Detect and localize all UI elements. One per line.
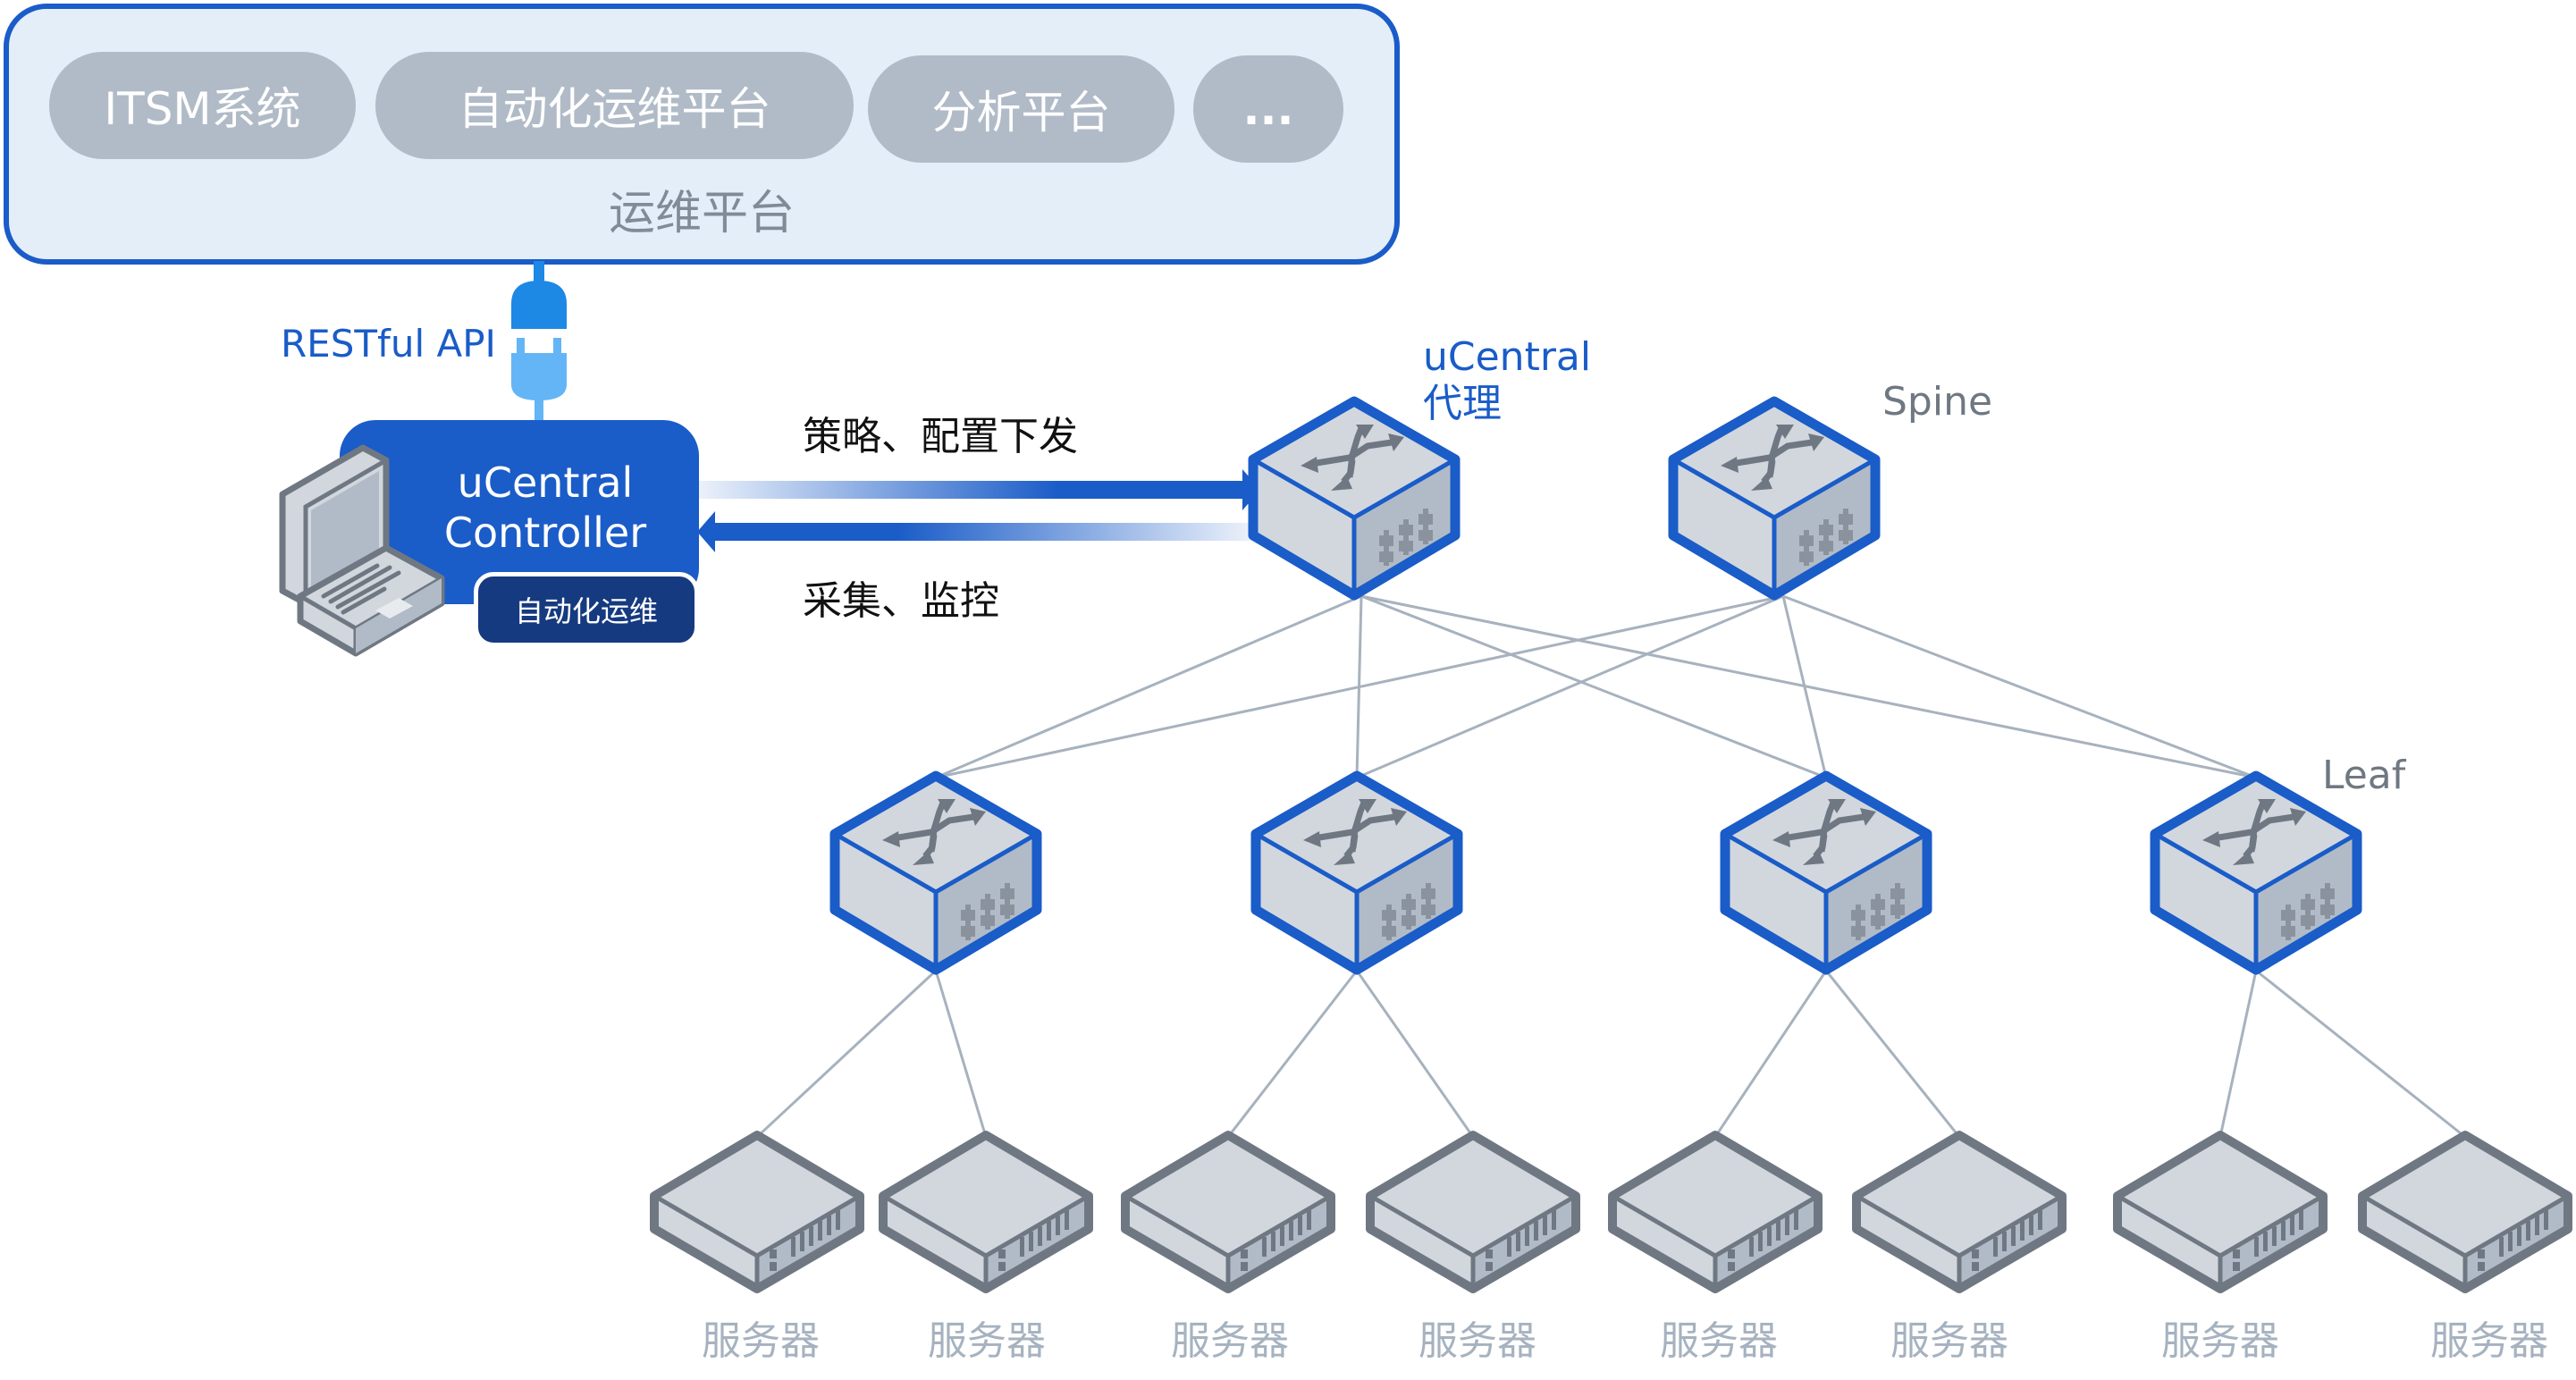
server-5[interactable]	[1608, 1131, 1823, 1293]
links-layer	[755, 594, 2466, 1139]
server-label: 服务器	[1171, 1318, 1289, 1364]
server-label: 服务器	[1890, 1318, 2008, 1364]
ports-icon	[961, 883, 1014, 940]
switch-leaf-4[interactable]	[2150, 770, 2362, 975]
link-spine-1-leaf-3	[1360, 594, 1827, 779]
automation-badge: 自动化运维	[474, 572, 699, 647]
link-leaf-server-1	[755, 969, 938, 1139]
vents-icon	[2478, 1210, 2548, 1271]
vents-icon	[998, 1210, 1069, 1271]
arrowheads	[1721, 425, 1824, 491]
platform-title: 运维平台	[608, 187, 795, 240]
server-1[interactable]	[650, 1131, 864, 1293]
link-leaf-server-6	[1824, 970, 1961, 1138]
agent-label-line2: 代理	[1423, 381, 1502, 426]
arrowheads	[1772, 799, 1876, 865]
link-leaf-server-4	[1355, 970, 1475, 1138]
ops-platform-panel: ITSM系统 自动化运维平台 分析平台 ... 运维平台	[4, 4, 1400, 265]
link-leaf-server-2	[934, 970, 988, 1138]
leaf-label: Leaf	[2322, 753, 2406, 798]
link-spine-2-leaf-4	[1782, 594, 2257, 779]
more-icon: ...	[1242, 83, 1294, 135]
arrowheads	[1303, 799, 1407, 865]
ports-icon	[1382, 883, 1435, 940]
platform-item-analytics[interactable]: 分析平台	[868, 55, 1174, 163]
link-spine-1-leaf-1	[935, 594, 1362, 779]
server-label: 服务器	[1660, 1318, 1778, 1364]
spine-label: Spine	[1882, 379, 1993, 425]
link-leaf-server-8	[2255, 969, 2466, 1139]
switch-leaf-2[interactable]	[1250, 770, 1463, 975]
vents-icon	[1972, 1210, 2042, 1271]
server-label: 服务器	[928, 1318, 1046, 1364]
platform-item-more[interactable]: ...	[1193, 55, 1343, 163]
restful-api-label: RESTful API	[281, 322, 496, 366]
downstream-label: 策略、配置下发	[803, 414, 1078, 459]
agent-label: uCentral 代理	[1423, 334, 1591, 427]
platform-item-itsm[interactable]: ITSM系统	[49, 52, 356, 159]
link-leaf-server-7	[2218, 970, 2258, 1138]
vents-icon	[2233, 1210, 2303, 1271]
controller-title-line1: uCentral	[457, 459, 634, 507]
vents-icon	[770, 1210, 840, 1271]
controller-title-line2: Controller	[443, 509, 647, 557]
link-leaf-server-5	[1713, 970, 1828, 1138]
server-label: 服务器	[702, 1318, 820, 1364]
server-label: 服务器	[2430, 1318, 2548, 1364]
ports-icon	[1851, 883, 1905, 940]
switch-leaf-3[interactable]	[1720, 770, 1932, 975]
link-spine-1-leaf-4	[1360, 594, 2257, 779]
controller-title: uCentral Controller	[393, 458, 697, 558]
server-8[interactable]	[2358, 1131, 2572, 1293]
ports-icon	[2281, 883, 2335, 940]
server-2[interactable]	[879, 1131, 1093, 1293]
vents-icon	[1728, 1210, 1798, 1271]
switch-spine-1[interactable]	[1248, 396, 1461, 601]
platform-item-label: ITSM系统	[104, 83, 301, 135]
server-7[interactable]	[2113, 1131, 2328, 1293]
switch-spine-2[interactable]	[1668, 396, 1881, 601]
server-6[interactable]	[1852, 1131, 2067, 1293]
link-spine-2-leaf-1	[935, 594, 1784, 779]
downstream-arrow	[697, 469, 1260, 510]
upstream-arrow	[697, 511, 1253, 552]
link-spine-2-leaf-2	[1356, 594, 1784, 779]
arrowheads	[2202, 799, 2306, 865]
upstream-label: 采集、监控	[803, 578, 999, 624]
arrowheads	[1301, 425, 1404, 491]
server-label: 服务器	[2161, 1318, 2279, 1364]
server-3[interactable]	[1121, 1131, 1335, 1293]
ports-icon	[1379, 509, 1433, 566]
ports-icon	[1799, 509, 1853, 566]
vents-icon	[1241, 1210, 1311, 1271]
platform-item-label: 自动化运维平台	[458, 83, 771, 135]
agent-label-line1: uCentral	[1423, 334, 1592, 380]
platform-item-label: 分析平台	[931, 87, 1111, 139]
platform-item-automation[interactable]: 自动化运维平台	[375, 52, 854, 159]
arrowheads	[882, 799, 986, 865]
server-4[interactable]	[1366, 1131, 1580, 1293]
link-spine-2-leaf-3	[1781, 595, 1828, 778]
link-leaf-server-3	[1226, 970, 1359, 1138]
devices-layer	[650, 396, 2572, 1293]
switch-leaf-1[interactable]	[829, 770, 1042, 975]
plug-icon	[511, 261, 567, 422]
server-label: 服务器	[1418, 1318, 1536, 1364]
vents-icon	[1486, 1210, 1556, 1271]
